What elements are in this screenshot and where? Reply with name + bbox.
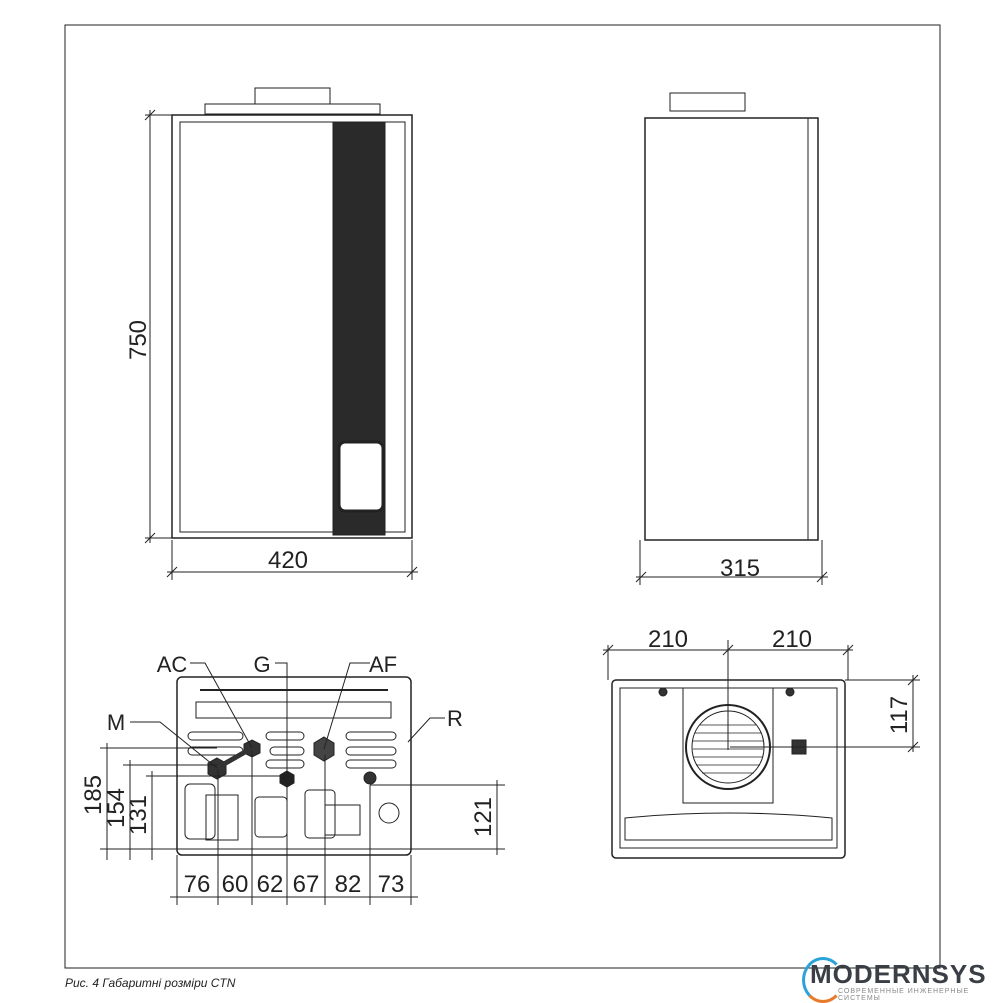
dim-62: 62 (257, 871, 284, 898)
dim-73: 73 (378, 871, 405, 898)
logo-name: MODERNSYS (810, 959, 987, 989)
dim-154: 154 (103, 788, 130, 828)
dim-76: 76 (184, 871, 211, 898)
dim-60: 60 (222, 871, 249, 898)
label-g: G (253, 652, 270, 677)
modernsys-logo: MODERNSYS СОВРЕМЕННЫЕ ИНЖЕНЕРНЫЕ СИСТЕМЫ (800, 955, 1000, 1003)
logo-tagline: СОВРЕМЕННЫЕ ИНЖЕНЕРНЫЕ СИСТЕМЫ (838, 988, 970, 1002)
label-af: AF (369, 652, 397, 677)
top-view (603, 640, 920, 858)
dim-117: 117 (886, 696, 913, 734)
dim-left-210: 210 (648, 626, 688, 653)
label-m: M (107, 710, 125, 735)
side-view (636, 93, 828, 585)
width-dimension: 420 (268, 547, 308, 574)
dim-82: 82 (335, 871, 362, 898)
dim-67: 67 (293, 871, 320, 898)
label-ac: AC (157, 652, 188, 677)
depth-dimension: 315 (720, 555, 760, 582)
dim-right-210: 210 (772, 626, 812, 653)
drawing-frame (65, 25, 940, 968)
dim-121: 121 (470, 797, 497, 837)
display-window (339, 442, 383, 511)
height-dimension: 750 (125, 320, 152, 360)
label-r: R (447, 706, 463, 731)
figure-caption: Рис. 4 Габаритні розміри CTN (65, 976, 236, 990)
front-view (145, 88, 418, 580)
bottom-view (100, 663, 505, 905)
dim-131: 131 (125, 795, 152, 835)
dim-185: 185 (80, 775, 107, 815)
